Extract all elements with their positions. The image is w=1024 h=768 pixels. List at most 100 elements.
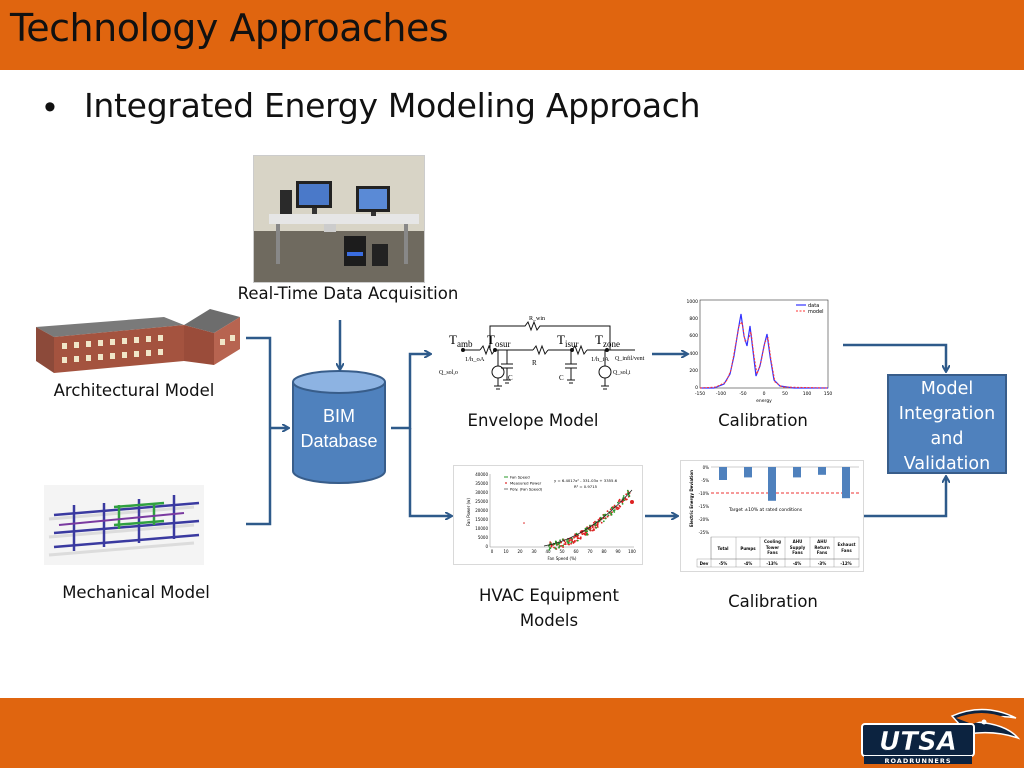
svg-text:-13%: -13%: [766, 561, 777, 566]
mechanical-model-image: [44, 485, 204, 565]
scatter-point: [618, 498, 621, 501]
svg-text:-3%: -3%: [818, 561, 826, 566]
scatter-point: [610, 513, 613, 516]
scatter-point: [564, 543, 567, 546]
scatter-point: [586, 533, 589, 535]
scatter-point: [606, 515, 609, 518]
scatter-point: [579, 536, 582, 539]
footer-bar: [0, 698, 1024, 768]
svg-text:5000: 5000: [478, 535, 489, 540]
deviation-bar: [719, 467, 727, 480]
scatter-point: [581, 533, 584, 536]
svg-text:100: 100: [628, 549, 636, 554]
scatter-point: [623, 499, 626, 502]
t-amb-label: Tamb: [449, 332, 473, 349]
scatter-point: [621, 501, 624, 503]
svg-text:-20%: -20%: [699, 517, 710, 522]
scatter-point: [598, 517, 601, 520]
svg-text:Fan Speed (%): Fan Speed (%): [548, 556, 577, 561]
scatter-point: [575, 532, 578, 535]
svg-text:-10%: -10%: [699, 491, 710, 496]
svg-text:y = 6.4017x² - 331.03x + 3355.: y = 6.4017x² - 331.03x + 3355.6: [554, 478, 618, 483]
scatter-point: [611, 507, 613, 510]
scatter-point: [575, 535, 578, 537]
svg-text:-5%: -5%: [701, 478, 709, 483]
scatter-point: [625, 498, 627, 501]
svg-text:150: 150: [824, 391, 833, 397]
legend-model: model: [808, 309, 824, 315]
scatter-point: [548, 548, 551, 551]
svg-text:10000: 10000: [475, 526, 488, 531]
h-i-label: 1/h_iA: [591, 356, 609, 363]
scatter-point: [562, 544, 564, 547]
h-o-label: 1/h_oA: [465, 356, 485, 363]
svg-text:R² = 0.9715: R² = 0.9715: [574, 484, 598, 489]
scatter-point: [562, 538, 564, 541]
slide-title: Technology Approaches: [10, 6, 449, 50]
svg-text:0%: 0%: [703, 465, 710, 470]
svg-text:40000: 40000: [475, 472, 488, 477]
bim-database-cylinder: [292, 370, 386, 484]
target-note: Target ±10% at rated conditions: [728, 507, 803, 513]
scatter-point: [570, 541, 573, 543]
svg-text:20: 20: [517, 549, 523, 554]
hvac-fan-power-chart: 40000 35000 30000 25000 20000 15000 1000…: [453, 465, 643, 565]
calibration-deviation-chart: 0% -5% -10% -15% -20% -25% Electric Ener…: [680, 460, 864, 572]
scatter-point: [596, 524, 599, 527]
svg-text:50: 50: [782, 391, 788, 397]
svg-text:Dev: Dev: [700, 561, 709, 566]
t-osur-label: Tosur: [487, 332, 510, 349]
scatter-point: [579, 537, 582, 540]
scatter-point: [560, 541, 563, 544]
svg-text:-12%: -12%: [840, 561, 851, 566]
svg-text:50: 50: [559, 549, 565, 554]
svg-text:UTSA: UTSA: [879, 727, 957, 757]
t-zone-label: Tzone: [595, 332, 620, 349]
scatter-point: [563, 543, 566, 545]
scatter-point: [615, 506, 618, 509]
scatter-point: [602, 520, 605, 523]
scatter-point: [617, 500, 620, 502]
svg-text:Poly. (Fan Speed): Poly. (Fan Speed): [510, 487, 543, 492]
svg-text:0: 0: [763, 391, 766, 397]
deviation-bar: [768, 467, 776, 501]
scatter-point: [564, 541, 567, 544]
svg-text:-15%: -15%: [699, 504, 710, 509]
daq-label: Real-Time Data Acquisition: [237, 284, 459, 303]
q-sol-i-label: Q_sol,i: [613, 370, 631, 376]
svg-text:25000: 25000: [475, 499, 488, 504]
model-integration-box: Model Integration and Validation: [887, 374, 1007, 474]
scatter-point: [584, 530, 587, 533]
scatter-point: [571, 537, 573, 540]
svg-text:-150: -150: [695, 391, 705, 397]
svg-text:40: 40: [545, 549, 551, 554]
scatter-point: [599, 516, 602, 519]
svg-text:35000: 35000: [475, 481, 488, 486]
svg-text:20000: 20000: [475, 508, 488, 513]
scatter-point: [589, 524, 591, 527]
svg-text:Fan Speed: Fan Speed: [510, 475, 530, 480]
r-win-label: R_win: [529, 316, 545, 322]
c1-label: C: [508, 374, 513, 382]
svg-text:600: 600: [689, 333, 698, 339]
scatter-point: [568, 543, 570, 546]
r-label: R: [532, 359, 537, 367]
scatter-point: [550, 545, 553, 548]
scatter-point: [625, 493, 628, 496]
utsa-roadrunners-logo: UTSA ROADRUNNERS: [856, 704, 1022, 766]
scatter-point: [588, 528, 591, 531]
svg-text:15000: 15000: [475, 517, 488, 522]
svg-text:Total: Total: [718, 546, 730, 551]
svg-text:10: 10: [503, 549, 509, 554]
deviation-bar: [744, 467, 752, 478]
svg-text:1000: 1000: [687, 299, 699, 305]
scatter-point: [566, 541, 569, 543]
calibration-histogram: data model 1000 800 600 400 200 0 -150 -…: [684, 296, 834, 404]
scatter-point: [583, 533, 586, 536]
deviation-bar: [793, 467, 801, 478]
scatter-point: [571, 539, 573, 542]
envelope-circuit: Tamb Tosur Tisur Tzone R_win R C C 1/h_o…: [435, 308, 650, 400]
scatter-point: [604, 513, 607, 516]
scatter-point: [553, 546, 555, 549]
svg-text:30000: 30000: [475, 490, 488, 495]
